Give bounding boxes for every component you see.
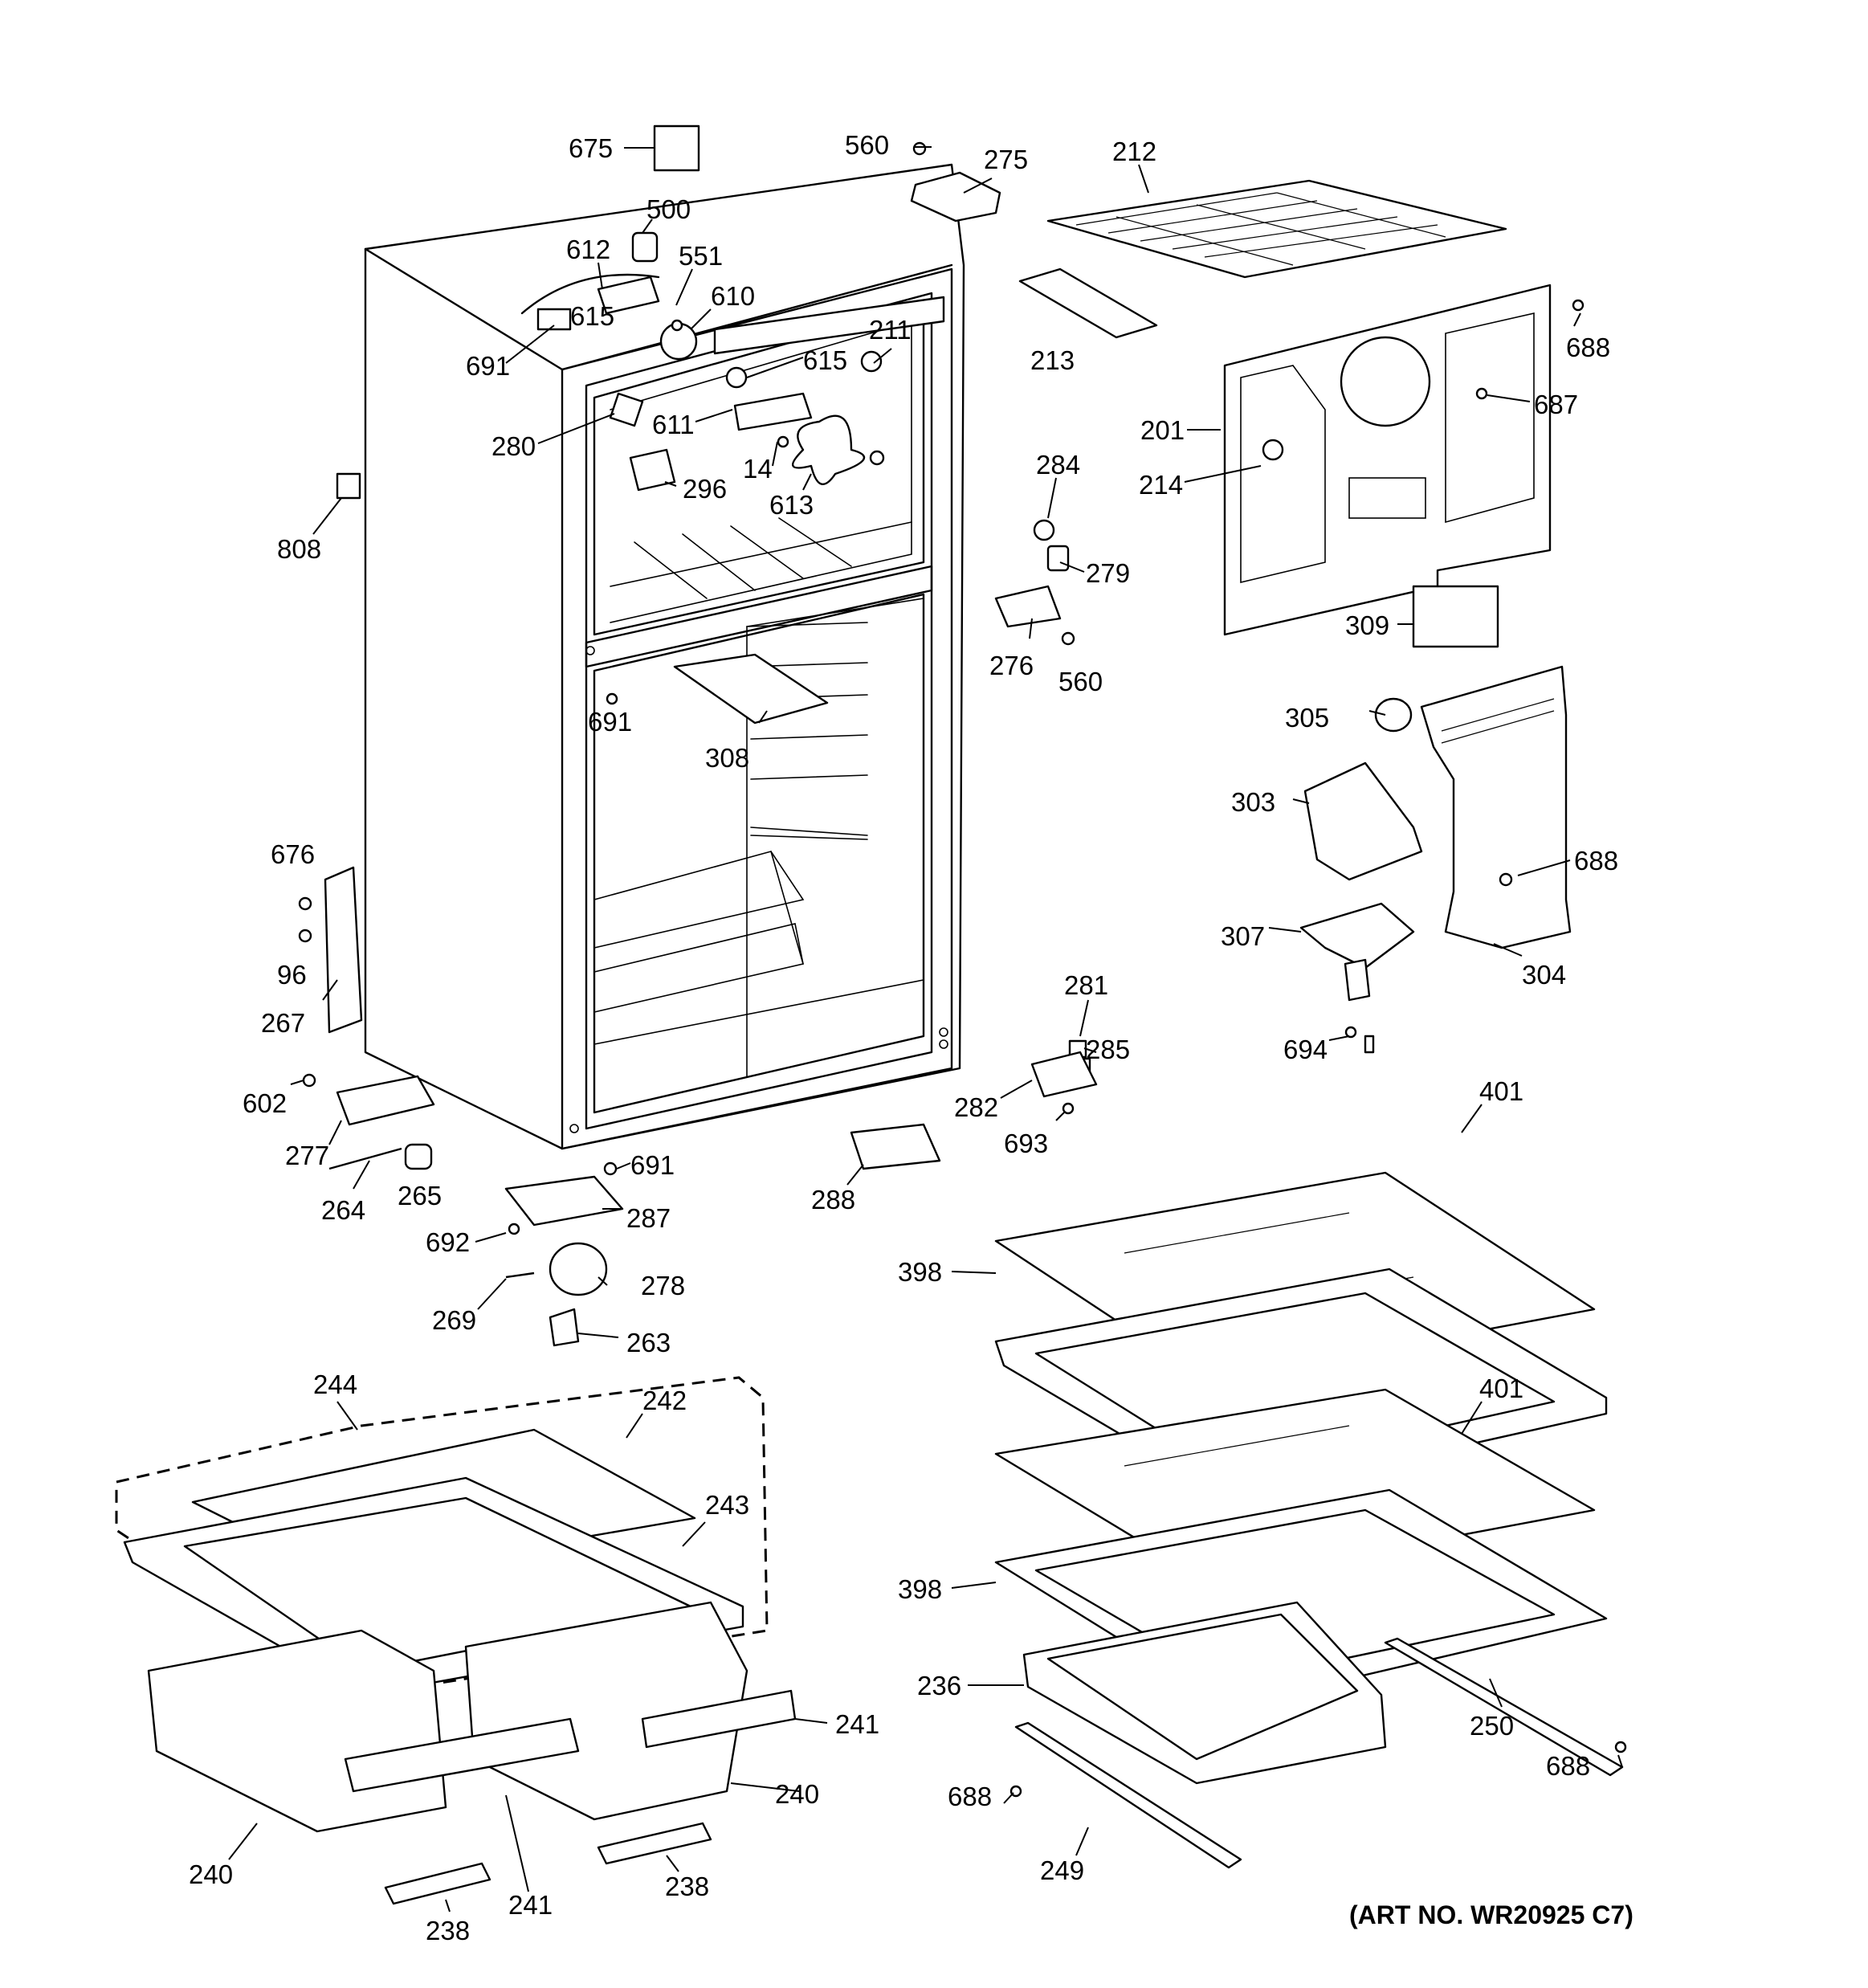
callout-276: 276 (989, 651, 1034, 680)
callout-296: 296 (683, 474, 727, 504)
callout-615: 615 (803, 345, 847, 375)
crisper-drawer-236 (1022, 1601, 1387, 1785)
callout-244: 244 (313, 1370, 357, 1399)
callout-284: 284 (1036, 450, 1080, 480)
callout-688: 688 (948, 1782, 992, 1811)
callout-241: 241 (835, 1709, 879, 1739)
callout-615: 615 (570, 301, 614, 331)
callout-687: 687 (1534, 390, 1578, 419)
callout-281: 281 (1064, 970, 1108, 1000)
callout-613: 613 (769, 490, 814, 520)
callout-277: 277 (285, 1141, 329, 1170)
callout-236: 236 (917, 1671, 961, 1700)
callout-279: 279 (1086, 558, 1130, 588)
callout-691: 691 (630, 1150, 675, 1180)
callout-560: 560 (1058, 667, 1103, 696)
callout-282: 282 (954, 1092, 998, 1122)
callout-238: 238 (665, 1872, 709, 1901)
callout-309: 309 (1345, 610, 1389, 640)
callout-278: 278 (641, 1271, 685, 1300)
drawer-front-249 (1014, 1721, 1242, 1869)
callout-214: 214 (1139, 470, 1183, 500)
callout-238: 238 (426, 1916, 470, 1945)
art-number: (ART NO. WR20925 C7) (1349, 1900, 1633, 1929)
callout-288: 288 (811, 1185, 855, 1214)
callout-labels: 675 560 275 212 500 612 551 610 615 691 … (189, 130, 1633, 1945)
control-components (520, 125, 945, 705)
label-309 (1412, 585, 1499, 648)
air-duct-parts (994, 519, 1572, 1054)
left-side-parts (298, 472, 941, 1347)
callout-602: 602 (243, 1088, 287, 1118)
freezer-wire-shelf (1046, 179, 1507, 279)
callout-263: 263 (626, 1328, 671, 1357)
callout-265: 265 (398, 1181, 442, 1210)
callout-267: 267 (261, 1008, 305, 1038)
ice-tray-213 (1018, 267, 1158, 339)
leader-lines (228, 146, 1623, 1912)
callout-269: 269 (432, 1305, 476, 1335)
callout-280: 280 (491, 431, 536, 461)
callout-264: 264 (321, 1195, 365, 1225)
callout-249: 249 (1040, 1855, 1084, 1885)
callout-304: 304 (1522, 960, 1566, 990)
callout-211: 211 (869, 315, 912, 345)
callout-307: 307 (1221, 921, 1265, 951)
callout-96: 96 (277, 960, 307, 990)
callout-694: 694 (1283, 1035, 1328, 1064)
callout-14: 14 (743, 454, 773, 484)
callout-308: 308 (705, 743, 749, 773)
callout-242: 242 (642, 1386, 687, 1415)
callout-305: 305 (1285, 703, 1329, 733)
callout-612: 612 (566, 235, 610, 264)
callout-688: 688 (1546, 1751, 1590, 1781)
callout-688: 688 (1566, 333, 1610, 362)
callout-212: 212 (1112, 137, 1156, 166)
callout-250: 250 (1470, 1711, 1514, 1741)
callout-675: 675 (569, 133, 613, 163)
callout-398: 398 (898, 1574, 942, 1604)
callout-243: 243 (705, 1490, 749, 1520)
hinge-parts (910, 141, 1357, 1115)
callout-691: 691 (466, 351, 510, 381)
callout-240: 240 (189, 1859, 233, 1889)
callout-688: 688 (1574, 846, 1618, 876)
callout-691: 691 (588, 707, 632, 737)
freezer-shelf-308 (673, 653, 829, 725)
callout-500: 500 (646, 194, 691, 224)
callout-275: 275 (984, 145, 1028, 174)
callout-692: 692 (426, 1227, 470, 1257)
callout-213: 213 (1030, 345, 1075, 375)
callout-693: 693 (1004, 1129, 1048, 1158)
drawer-slides-238 (384, 1822, 712, 1905)
refrigerator-cabinet (364, 163, 965, 1150)
callout-201: 201 (1140, 415, 1185, 445)
callout-398: 398 (898, 1257, 942, 1287)
callout-611: 611 (652, 410, 695, 439)
callout-610: 610 (711, 281, 755, 311)
callout-551: 551 (679, 241, 723, 271)
callout-241: 241 (508, 1890, 553, 1920)
callout-560: 560 (845, 130, 889, 160)
callout-285: 285 (1086, 1035, 1130, 1064)
callout-401: 401 (1479, 1076, 1523, 1106)
callout-303: 303 (1231, 787, 1275, 817)
callout-808: 808 (277, 534, 321, 564)
drawer-handles-241 (344, 1689, 797, 1793)
callout-240: 240 (775, 1779, 819, 1809)
callout-401: 401 (1479, 1374, 1523, 1403)
evaporator-cover-201 (1223, 284, 1585, 636)
callout-287: 287 (626, 1203, 671, 1233)
callout-676: 676 (271, 839, 315, 869)
